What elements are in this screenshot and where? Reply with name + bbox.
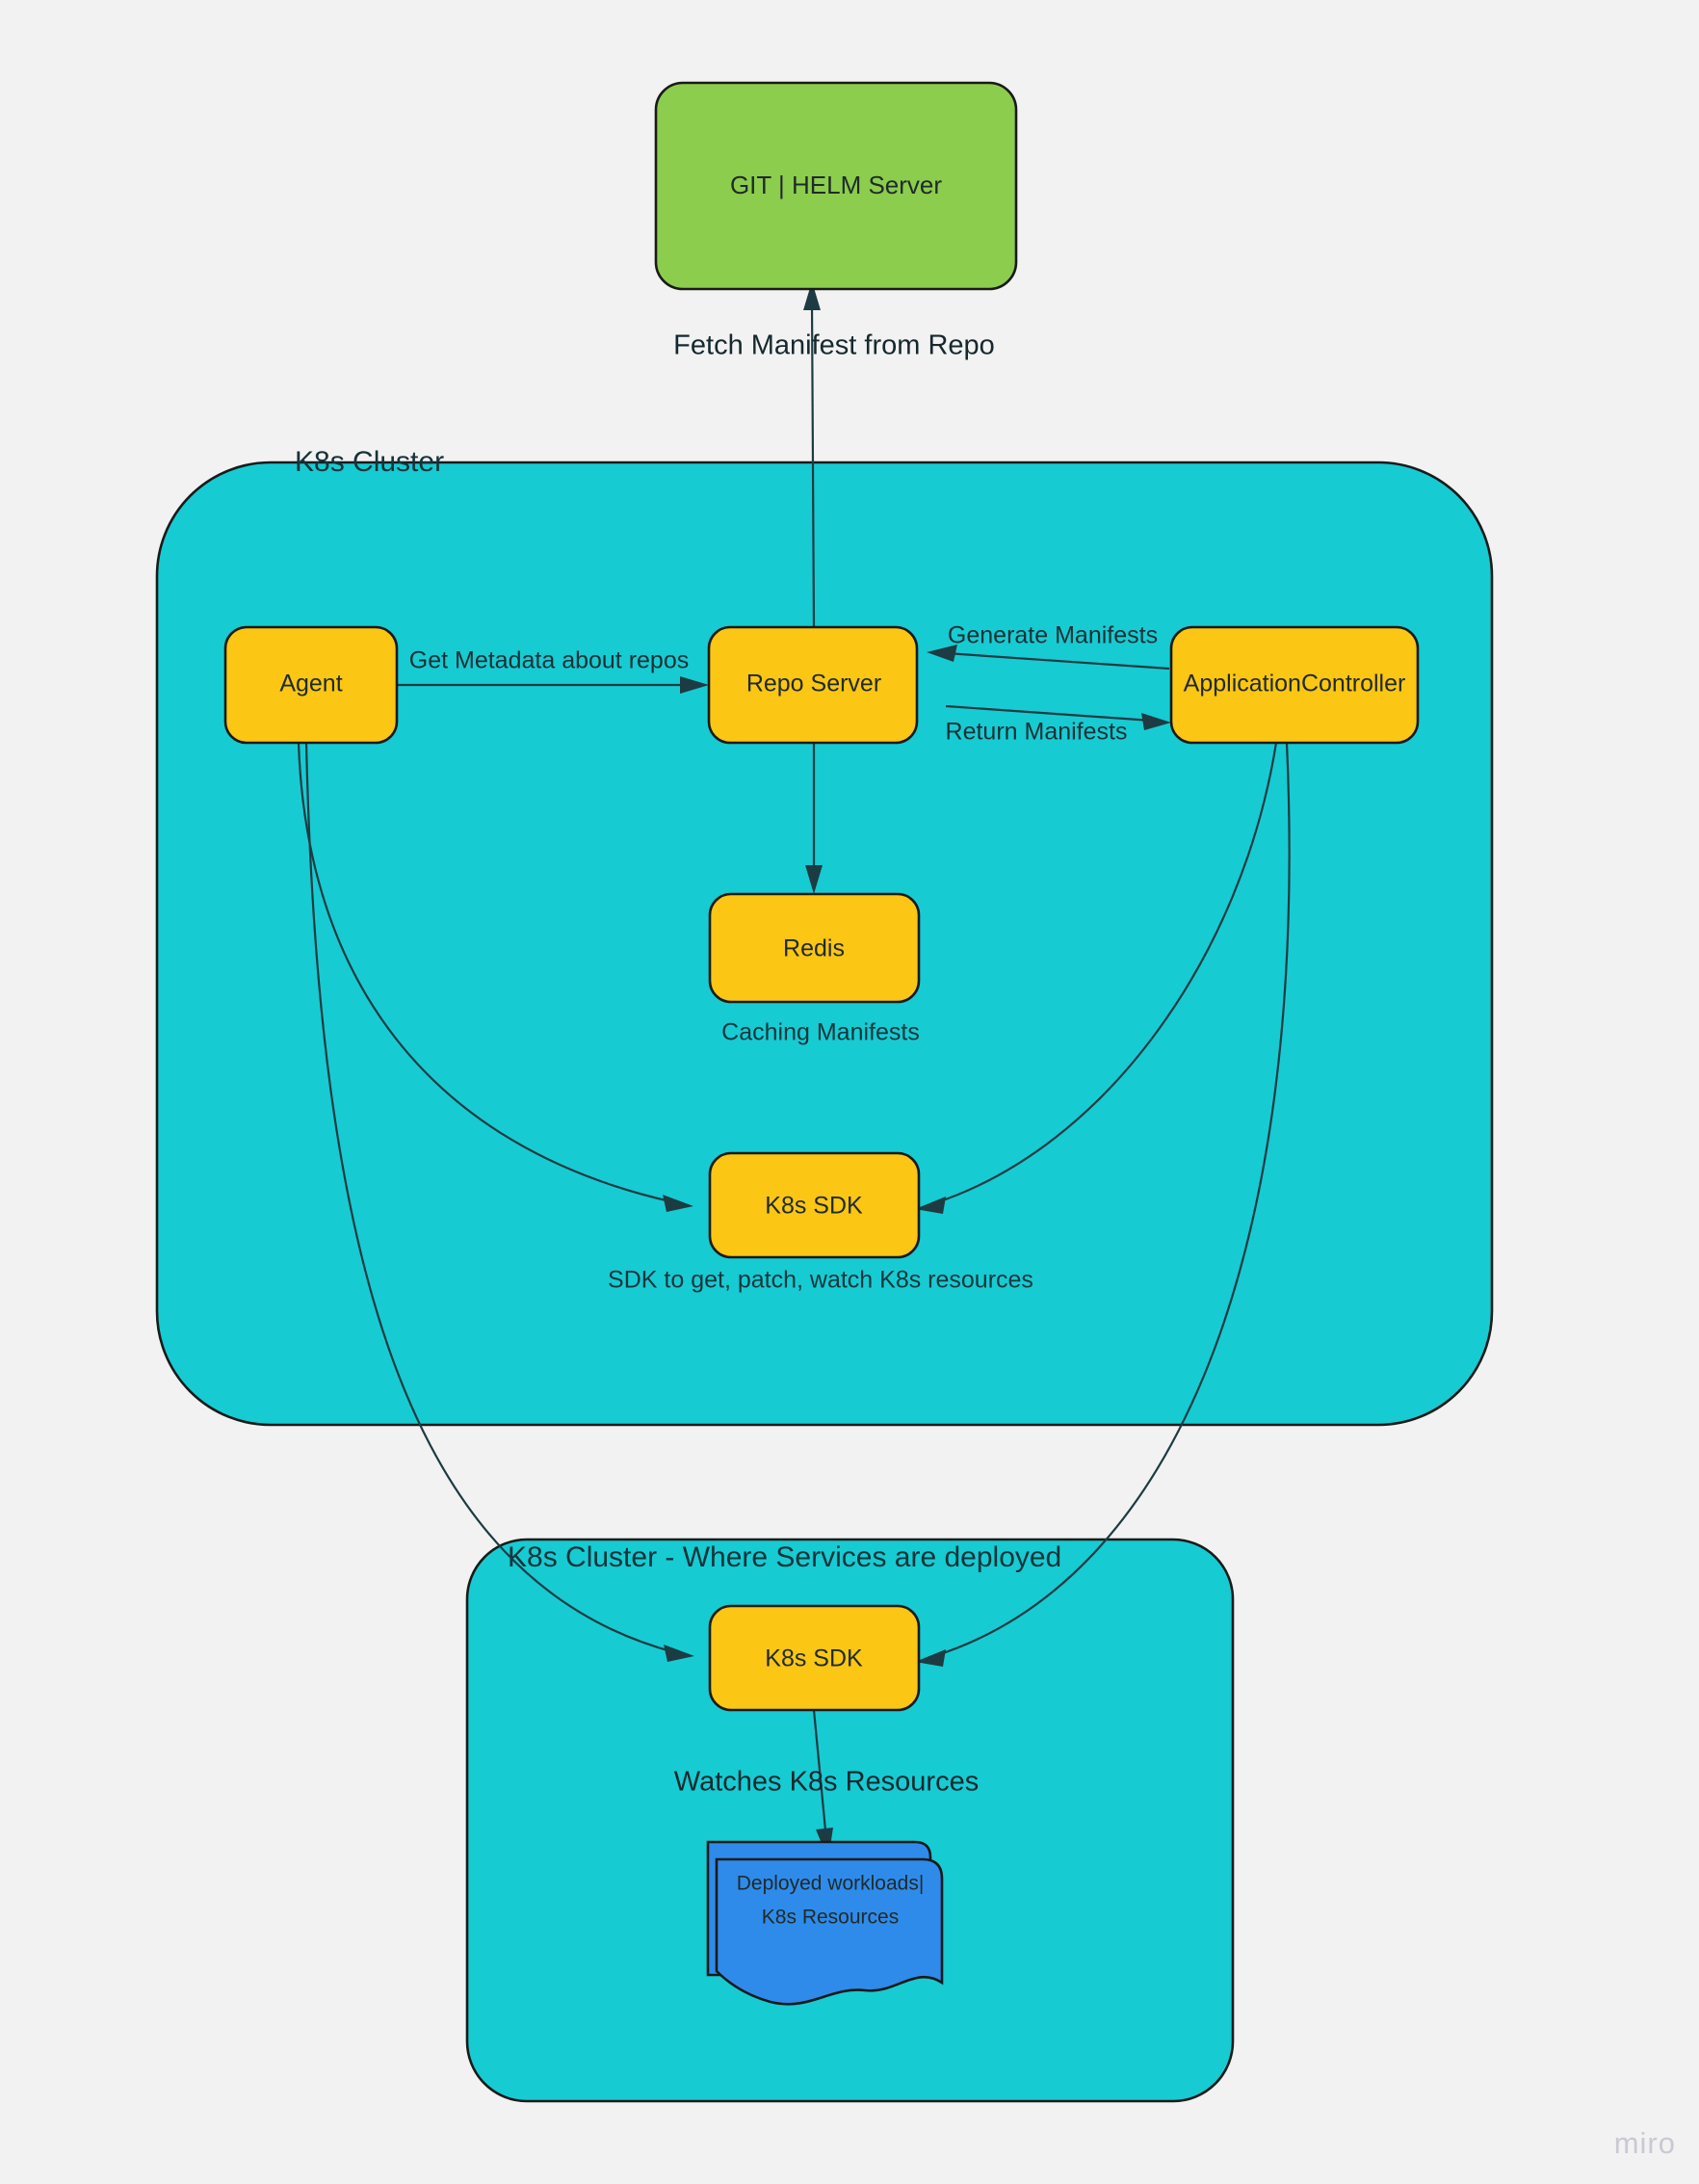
node-k8s-sdk-upper-label: K8s SDK bbox=[765, 1193, 863, 1220]
edge-watches-k8s-resources-line bbox=[812, 1709, 828, 1841]
edge-appcontroller-to-k8ssdk-lower bbox=[915, 742, 1291, 1667]
node-k8s-sdk-upper-box[interactable] bbox=[708, 1151, 921, 1259]
node-git-helm-server-label: GIT | HELM Server bbox=[730, 171, 942, 199]
node-k8s-sdk-lower-label: K8s SDK bbox=[765, 1645, 863, 1672]
edge-appcontroller-to-k8ssdk-upper-line bbox=[933, 742, 1278, 1205]
edge-fetch-manifest-line bbox=[810, 300, 816, 628]
edge-layer bbox=[297, 281, 1291, 1859]
node-k8s-sdk-lower[interactable]: K8s SDK bbox=[708, 1604, 921, 1712]
miro-watermark: miro bbox=[1613, 2126, 1676, 2160]
edge-generate-manifests bbox=[927, 645, 1170, 671]
edge-generate-manifests-line bbox=[945, 651, 1170, 671]
edge-return-manifests-line bbox=[945, 704, 1153, 723]
edge-return-manifests-arrowhead bbox=[1141, 713, 1171, 730]
node-agent-label: Agent bbox=[279, 671, 342, 697]
caption-caching-manifests: Caching Manifests bbox=[721, 1019, 920, 1046]
edge-get-metadata bbox=[397, 676, 709, 694]
edge-label-generate-manifests: Generate Manifests bbox=[948, 622, 1158, 649]
node-k8s-sdk-upper[interactable]: K8s SDK bbox=[708, 1151, 921, 1259]
edge-agent-to-k8ssdk-upper-arrowhead bbox=[663, 1195, 693, 1212]
edge-agent-to-k8ssdk-lower bbox=[304, 742, 694, 1662]
edge-label-get-metadata: Get Metadata about repos bbox=[409, 647, 689, 674]
node-agent[interactable]: Agent bbox=[223, 625, 399, 745]
node-repo-server-box[interactable] bbox=[707, 625, 919, 745]
edge-label-fetch-manifest: Fetch Manifest from Repo bbox=[673, 330, 995, 361]
node-repo-server[interactable]: Repo Server bbox=[707, 625, 919, 745]
edge-label-watches-k8s-resources: Watches K8s Resources bbox=[674, 1767, 979, 1798]
cluster-k8s-services-title: K8s Cluster - Where Services are deploye… bbox=[508, 1541, 1061, 1573]
node-deployed-workloads[interactable]: Deployed workloads| K8s Resources bbox=[706, 1840, 944, 2006]
node-deployed-workloads-label-line1: Deployed workloads| bbox=[737, 1873, 925, 1895]
edge-appcontroller-to-k8ssdk-lower-line bbox=[933, 742, 1291, 1658]
node-redis-box[interactable] bbox=[708, 892, 921, 1004]
edge-agent-to-k8ssdk-lower-arrowhead bbox=[664, 1645, 694, 1662]
node-git-helm-server-box[interactable] bbox=[654, 81, 1018, 291]
node-application-controller-box[interactable] bbox=[1169, 625, 1420, 745]
edge-appcontroller-to-k8ssdk-upper bbox=[915, 742, 1278, 1214]
node-git-helm-server[interactable]: GIT | HELM Server bbox=[654, 81, 1018, 291]
node-agent-box[interactable] bbox=[223, 625, 399, 745]
node-deployed-workloads-front-sheet[interactable] bbox=[715, 1857, 944, 2006]
edge-get-metadata-arrowhead bbox=[680, 676, 709, 694]
node-redis[interactable]: Redis bbox=[708, 892, 921, 1004]
edge-return-manifests bbox=[945, 704, 1171, 730]
node-application-controller[interactable]: ApplicationController bbox=[1169, 625, 1420, 745]
node-k8s-sdk-lower-box[interactable] bbox=[708, 1604, 921, 1712]
edge-repo-to-redis-arrowhead bbox=[805, 865, 823, 894]
node-redis-label: Redis bbox=[783, 935, 845, 962]
caption-sdk-description: SDK to get, patch, watch K8s resources bbox=[608, 1267, 1033, 1294]
edge-fetch-manifest-arrowhead bbox=[803, 281, 821, 310]
cluster-k8s-title: K8s Cluster bbox=[295, 446, 444, 478]
edge-label-return-manifests: Return Manifests bbox=[946, 719, 1128, 746]
edge-generate-manifests-arrowhead bbox=[927, 645, 957, 662]
node-deployed-workloads-label-line2: K8s Resources bbox=[762, 1907, 899, 1929]
edge-repo-to-redis bbox=[805, 742, 823, 894]
cluster-k8s-services-box[interactable] bbox=[465, 1538, 1235, 2103]
edge-appcontroller-to-k8ssdk-upper-arrowhead bbox=[915, 1197, 946, 1214]
edge-fetch-manifest bbox=[803, 281, 821, 628]
edge-agent-to-k8ssdk-lower-line bbox=[304, 742, 675, 1654]
node-repo-server-label: Repo Server bbox=[746, 671, 881, 697]
edge-appcontroller-to-k8ssdk-lower-arrowhead bbox=[915, 1649, 946, 1667]
cluster-k8s-services[interactable]: K8s Cluster - Where Services are deploye… bbox=[465, 1538, 1235, 2103]
node-application-controller-label: ApplicationController bbox=[1184, 671, 1406, 697]
